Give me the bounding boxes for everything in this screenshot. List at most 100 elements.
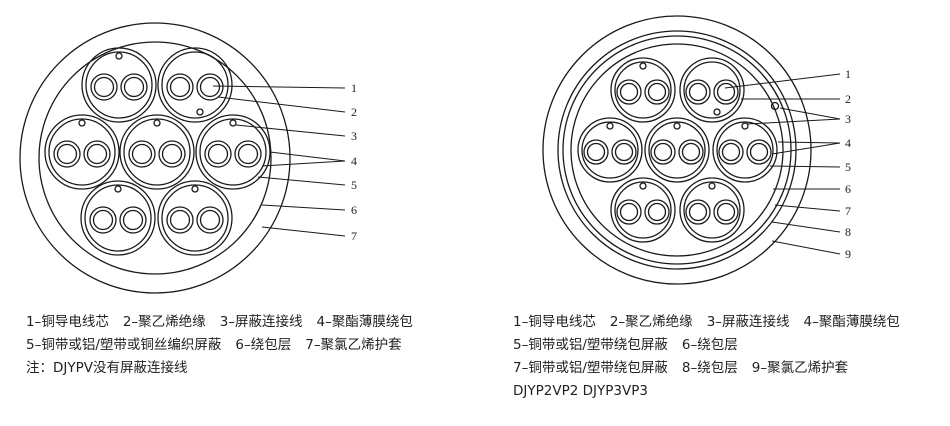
copper-conductor — [716, 202, 736, 222]
insulation — [644, 199, 670, 225]
callout-label-3: 3 — [845, 112, 851, 126]
legend-item: 8–绕包层 — [681, 360, 738, 376]
legend-item: 注：DJYPV没有屏蔽连接线 — [26, 360, 188, 376]
insulation — [685, 79, 711, 105]
drain-wire — [708, 182, 716, 190]
copper-conductor — [653, 142, 673, 162]
callout-label-5: 5 — [351, 178, 357, 192]
insulation — [196, 73, 224, 101]
insulation — [713, 199, 739, 225]
pair-wrap — [85, 51, 153, 119]
copper-conductor — [199, 76, 221, 98]
callout-label-4: 4 — [351, 154, 357, 168]
drain-wire — [770, 101, 780, 111]
copper-conductor — [619, 82, 639, 102]
legend-item: 6–绕包层 — [681, 337, 738, 353]
pair-wrap — [581, 121, 639, 179]
callout-label-9: 9 — [845, 247, 851, 261]
legend-item: 9–聚氯乙烯护套 — [751, 360, 849, 376]
pair-shield — [679, 177, 745, 243]
callout-label-6: 6 — [845, 182, 851, 196]
callout-label-6: 6 — [351, 203, 357, 217]
twisted-pair-unit — [157, 180, 233, 256]
pair-wrap — [683, 181, 741, 239]
insulation — [616, 79, 642, 105]
pair-shield — [81, 47, 157, 123]
legend-item: 5–铜带或铝/塑带或铜丝编织屏蔽 — [26, 337, 222, 353]
callout-label-8: 8 — [845, 225, 851, 239]
pair-shield — [44, 114, 120, 190]
legend-item: 7–铜带或铝/塑带绕包屏蔽 — [513, 360, 668, 376]
drain-wire — [78, 119, 86, 127]
copper-conductor — [681, 142, 701, 162]
copper-conductor — [169, 76, 191, 98]
drain-wire — [114, 185, 122, 193]
wrapping-layer-8 — [557, 30, 797, 270]
legend-row: DJYP2VP2 DJYP3VP3 — [513, 380, 914, 403]
copper-conductor — [92, 209, 114, 231]
copper-conductor — [586, 142, 606, 162]
pair-shield — [119, 114, 195, 190]
insulation — [746, 139, 772, 165]
callout-label-5: 5 — [845, 160, 851, 174]
callout-label-3: 3 — [351, 129, 357, 143]
copper-conductor — [131, 143, 153, 165]
legend-item: 1–铜导电线芯 — [513, 314, 596, 330]
twisted-pair-unit — [195, 114, 271, 190]
wrapping-layer — [38, 41, 272, 275]
pair-shield — [610, 177, 676, 243]
twisted-pair-unit — [119, 114, 195, 190]
pair-shield — [157, 47, 233, 123]
pair-wrap — [161, 51, 229, 119]
insulation — [616, 199, 642, 225]
pair-shield — [577, 117, 643, 183]
drain-wire — [191, 185, 199, 193]
pair-shield — [712, 117, 778, 183]
copper-conductor — [688, 202, 708, 222]
callout-label-2: 2 — [351, 105, 357, 119]
copper-conductor — [199, 209, 221, 231]
insulation — [234, 140, 262, 168]
pair-wrap — [716, 121, 774, 179]
insulation — [53, 140, 81, 168]
copper-conductor — [86, 143, 108, 165]
legend-item: 1–铜导电线芯 — [26, 314, 109, 330]
twisted-pair-unit — [679, 177, 745, 243]
shield-layer-7 — [562, 35, 792, 265]
insulation — [611, 139, 637, 165]
outer-sheath — [542, 15, 812, 285]
legend-item: 7–聚氯乙烯护套 — [305, 337, 402, 353]
drain-wire — [673, 122, 681, 130]
callout-label-7: 7 — [351, 229, 357, 243]
legend-item: 3–屏蔽连接线 — [706, 314, 790, 330]
twisted-pair-unit — [644, 117, 710, 183]
twisted-pair-unit — [44, 114, 120, 190]
leader-lines — [724, 73, 841, 255]
copper-conductor — [619, 202, 639, 222]
drain-wire — [229, 119, 237, 127]
copper-conductor — [647, 202, 667, 222]
legend-item: DJYP2VP2 DJYP3VP3 — [513, 383, 648, 399]
pair-wrap — [84, 184, 152, 252]
drain-wire — [639, 62, 647, 70]
insulation — [166, 73, 194, 101]
copper-conductor — [207, 143, 229, 165]
insulation — [120, 73, 148, 101]
pair-wrap — [123, 118, 191, 186]
drain-wire — [115, 52, 123, 60]
insulation — [204, 140, 232, 168]
outer-sheath — [19, 22, 291, 294]
pair-wrap — [648, 121, 706, 179]
legend-row: 注：DJYPV没有屏蔽连接线 — [26, 357, 427, 380]
drain-wire — [713, 108, 721, 116]
legend-row: 7–铜带或铝/塑带绕包屏蔽 8–绕包层 9–聚氯乙烯护套 — [513, 357, 914, 380]
copper-conductor — [93, 76, 115, 98]
insulation — [583, 139, 609, 165]
insulation — [685, 199, 711, 225]
